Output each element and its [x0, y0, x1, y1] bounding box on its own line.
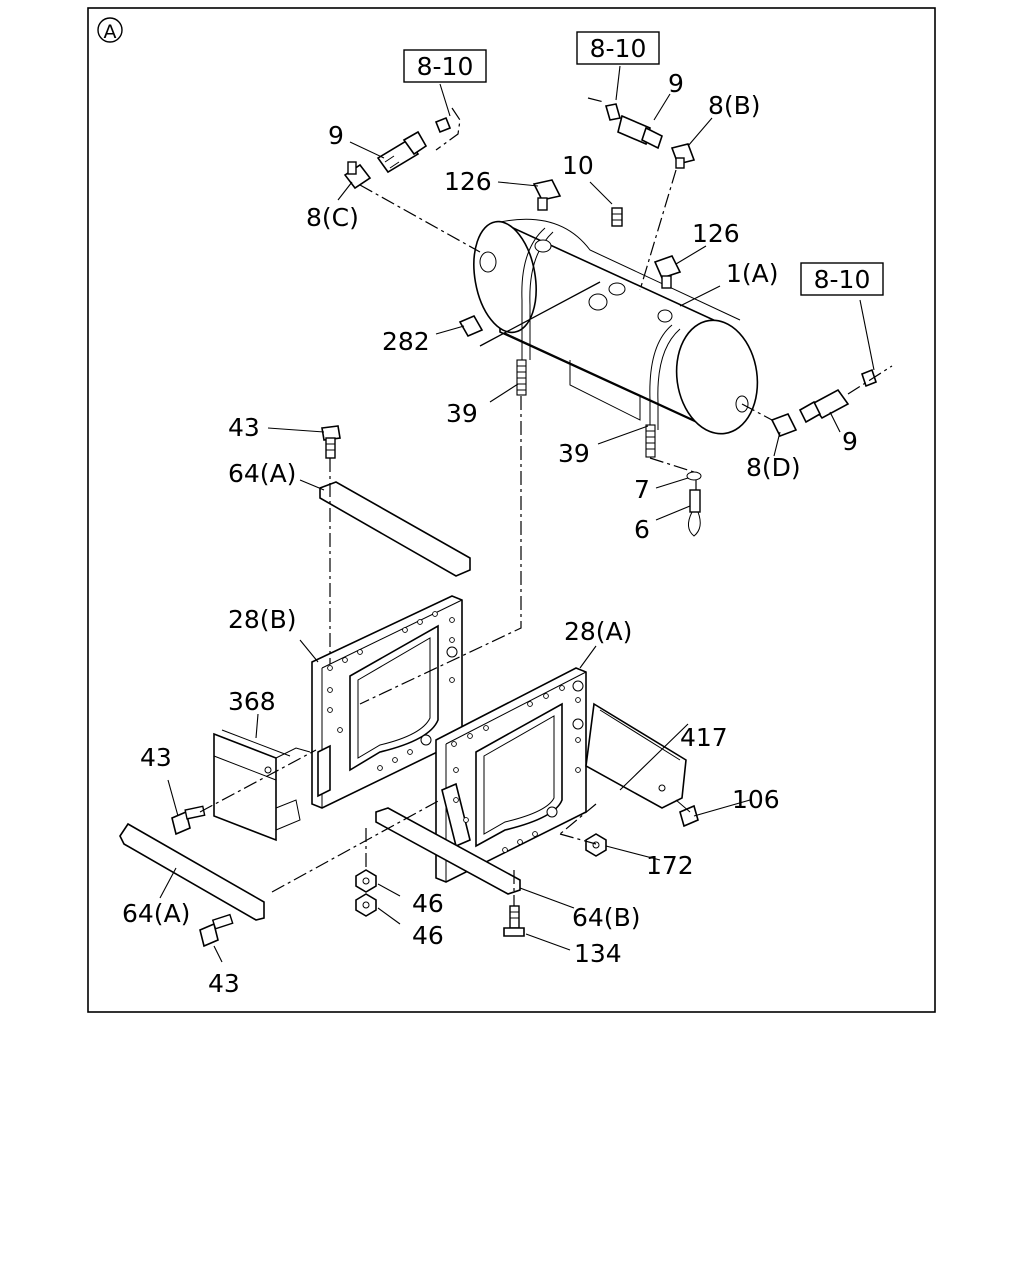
- elbow-fitting-8C: [343, 161, 372, 190]
- ref-box-8-10-right[interactable]: 8-10: [800, 262, 884, 296]
- label-9-top-right: 9: [668, 69, 684, 98]
- ref-box-8-10-middle[interactable]: 8-10: [576, 31, 660, 65]
- nut-46-a: [355, 869, 377, 893]
- label-43-bottom: 43: [208, 969, 240, 998]
- part-labels: 9 8(C) 126 10 9 8(B) 126 1(A) 282 39 39 …: [122, 69, 858, 998]
- label-282: 282: [382, 327, 430, 356]
- elbow-fitting-8D: [770, 412, 798, 438]
- bolt-134: [503, 905, 525, 937]
- ref-box-text: 8-10: [590, 34, 647, 63]
- bolt-43-bottom: [199, 913, 234, 948]
- bracket-64A-top: [319, 481, 471, 577]
- elbow-fitting-126-top: [532, 179, 562, 211]
- label-172: 172: [646, 851, 694, 880]
- label-64A-top: 64(A): [228, 459, 296, 488]
- label-106: 106: [732, 785, 780, 814]
- label-64B: 64(B): [572, 903, 640, 932]
- label-7: 7: [634, 475, 650, 504]
- label-39-left: 39: [446, 399, 478, 428]
- ref-box-text: 8-10: [814, 265, 871, 294]
- bracket-64A-bottom: [119, 822, 265, 921]
- elbow-fitting-126-right: [653, 255, 682, 289]
- label-39-right: 39: [558, 439, 590, 468]
- drain-fitting-10: [611, 207, 623, 227]
- label-46-a: 46: [412, 889, 444, 918]
- label-28B: 28(B): [228, 605, 296, 634]
- label-126-top: 126: [444, 167, 492, 196]
- elbow-fitting-8B: [670, 143, 696, 169]
- washer-7: [686, 471, 702, 481]
- valve-9-top-right: [617, 114, 663, 150]
- plate-368: [213, 729, 311, 842]
- plug-282: [458, 314, 484, 338]
- label-10: 10: [562, 151, 594, 180]
- plate-417: [585, 702, 687, 809]
- label-1A: 1(A): [726, 259, 779, 288]
- ref-box-text: 8-10: [417, 52, 474, 81]
- label-46-b: 46: [412, 921, 444, 950]
- diagram-frame: [87, 7, 936, 1013]
- air-tank: [473, 218, 759, 435]
- bolt-106: [675, 799, 699, 828]
- bolt-43-middle: [171, 805, 206, 836]
- label-8B: 8(B): [708, 91, 761, 120]
- nut-172: [585, 833, 607, 857]
- label-9-top-left: 9: [328, 121, 344, 150]
- label-64A-bottom: 64(A): [122, 899, 190, 928]
- label-126-right: 126: [692, 219, 740, 248]
- strap-bolt-39-left: [516, 359, 527, 396]
- bolt-43-top: [321, 425, 341, 459]
- label-417: 417: [680, 723, 728, 752]
- drain-valve-6: [688, 489, 701, 537]
- seal-ring-top-right: [604, 103, 622, 121]
- label-9-right: 9: [842, 427, 858, 456]
- label-43-top: 43: [228, 413, 260, 442]
- section-marker-text: A: [104, 21, 117, 43]
- leader-lines: [159, 65, 875, 963]
- label-8C: 8(C): [306, 203, 359, 232]
- assembly-lines: [199, 97, 893, 906]
- seal-ring-top-left: [434, 116, 452, 134]
- section-marker: A: [97, 17, 123, 43]
- label-8D: 8(D): [746, 453, 801, 482]
- strap-bolt-39-right: [645, 424, 656, 458]
- nut-46-b: [355, 893, 377, 917]
- label-6: 6: [634, 515, 650, 544]
- label-28A: 28(A): [564, 617, 632, 646]
- seal-ring-right: [861, 368, 877, 388]
- valve-9-top-left: [376, 130, 428, 174]
- bracket-64B: [375, 807, 521, 895]
- label-368: 368: [228, 687, 276, 716]
- frame-28B: [311, 595, 463, 809]
- ref-box-8-10-left[interactable]: 8-10: [403, 49, 487, 83]
- label-134: 134: [574, 939, 622, 968]
- valve-9-right: [798, 388, 850, 424]
- frame-28A: [435, 667, 587, 883]
- label-43-middle: 43: [140, 743, 172, 772]
